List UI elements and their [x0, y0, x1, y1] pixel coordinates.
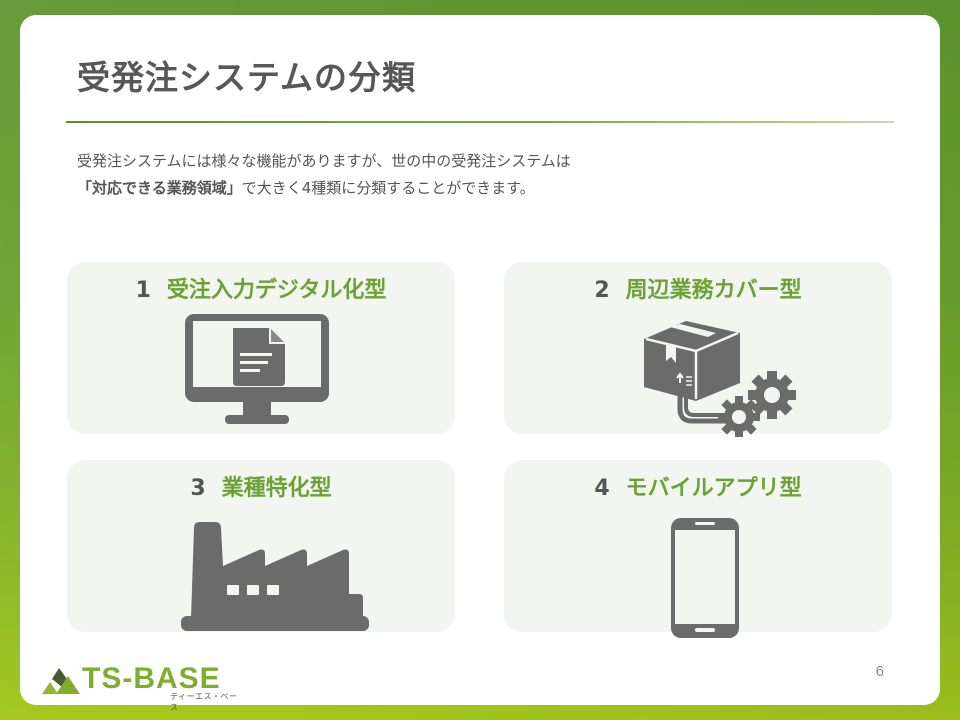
card-label: 受注入力デジタル化型 [166, 278, 387, 303]
card-number: 1 [135, 278, 151, 303]
package-gears-icon [644, 321, 796, 437]
category-card-1: 1 受注入力デジタル化型 [67, 262, 455, 434]
category-card-4: 4 モバイルアプリ型 [504, 460, 892, 638]
card-number: 3 [190, 476, 206, 501]
category-card-3: 3 業種特化型 [67, 460, 455, 632]
card-label: モバイルアプリ型 [625, 476, 802, 501]
page-title: 受発注システムの分類 [77, 58, 417, 97]
lead-emphasis: 「対応できる業務領域」 [77, 179, 242, 197]
lead-text: 受発注システムには様々な機能がありますが、世の中の受発注システムは 「対応できる… [77, 148, 837, 202]
card-number: 2 [594, 278, 610, 303]
logo-mark-icon [42, 668, 80, 694]
card-number: 4 [594, 476, 610, 501]
title-divider [66, 121, 894, 123]
monitor-document-icon [185, 314, 329, 424]
lead-line-2: 「対応できる業務領域」で大きく4種類に分類することができます。 [77, 175, 837, 202]
card-label: 業種特化型 [221, 476, 332, 501]
page-number: 6 [875, 663, 884, 680]
smartphone-icon [671, 518, 739, 638]
ts-base-logo: TS-BASE ティーエス・ベース [42, 662, 242, 712]
lead-line-1: 受発注システムには様々な機能がありますが、世の中の受発注システムは [77, 152, 571, 170]
logo-reading: ティーエス・ベース [170, 692, 238, 712]
card-heading: 2 周辺業務カバー型 [504, 272, 892, 304]
logo-text: TS-BASE [82, 662, 221, 695]
card-heading: 1 受注入力デジタル化型 [67, 272, 455, 304]
card-heading: 3 業種特化型 [67, 470, 455, 502]
card-heading: 4 モバイルアプリ型 [504, 470, 892, 502]
card-label: 周辺業務カバー型 [625, 278, 802, 303]
slide: 受発注システムの分類 受発注システムには様々な機能がありますが、世の中の受発注シ… [20, 15, 940, 705]
lead-line-2-rest: で大きく4種類に分類することができます。 [241, 179, 535, 197]
factory-icon [181, 522, 369, 631]
category-card-2: 2 周辺業務カバー型 [504, 262, 892, 437]
